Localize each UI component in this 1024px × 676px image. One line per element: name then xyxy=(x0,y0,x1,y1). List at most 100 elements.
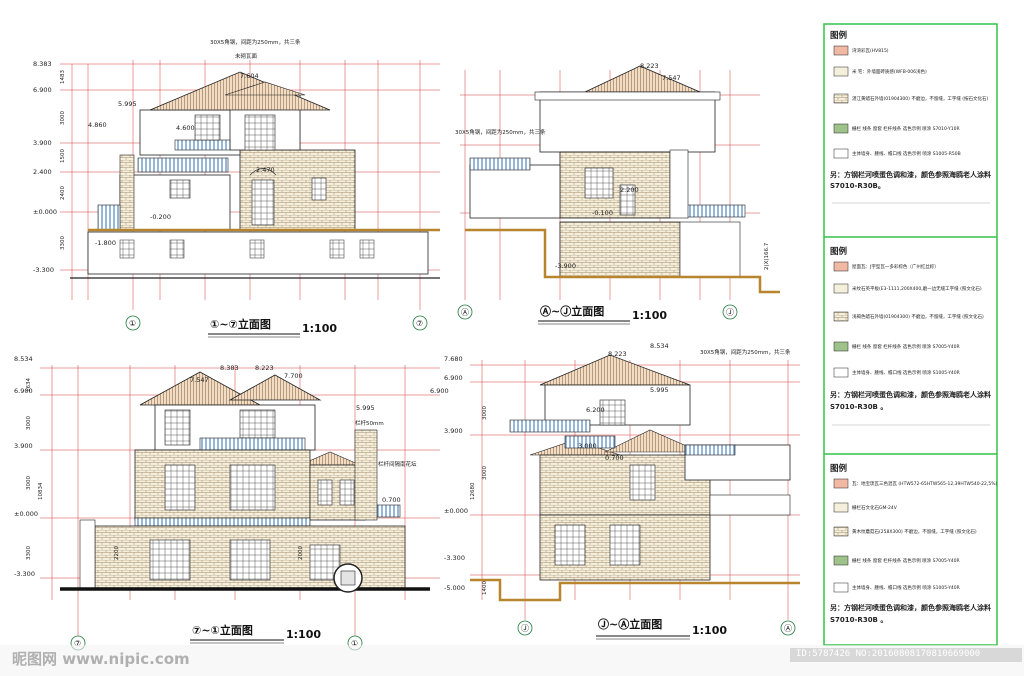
legend-item: 主体墙身、腰线、檐口线 选色示例 喷涂 S1005-R50B xyxy=(852,150,961,157)
drawing-title: Ⓐ~Ⓙ立面图 xyxy=(540,304,604,318)
dimension-label: 7.547 xyxy=(662,74,681,82)
dimension-label: -0.200 xyxy=(150,213,171,221)
dimension-label: 2200 xyxy=(114,546,120,560)
legend-title: 图例 xyxy=(830,30,848,41)
level-label: -1.800 xyxy=(95,239,116,247)
drawing-scale: 1:100 xyxy=(692,624,727,637)
dimension-label: 0.700 xyxy=(382,496,401,504)
legend-swatches xyxy=(833,45,849,159)
vertical-dimension: 10834 xyxy=(38,482,44,500)
level-label: 8.383 xyxy=(33,60,52,68)
legend-item: 栅栏石文化石GM-24V xyxy=(852,504,898,511)
dimension-label: 6.200 xyxy=(586,406,605,414)
legend-item: 屋面瓦：J字型瓦一多彩棕色（广州红丝棕） xyxy=(852,263,939,270)
legend-item: 栅栏 线条 窗套 栏杆线条 选色示例 喷涂 S7010-Y10R xyxy=(852,125,960,132)
level-label: 3.900 xyxy=(14,442,33,450)
axis-label-left-3: ⑦ xyxy=(74,639,81,648)
elevation-7-1 xyxy=(40,365,440,651)
vertical-dimension: 1400 xyxy=(482,581,488,595)
dimension-label: -3.900 xyxy=(555,262,576,270)
legend-item: 黄木纹蘑菇石(258X300) 不磨边，不留缝，工字缝 (照文化石) xyxy=(852,528,977,535)
dimension-label: 5.995 xyxy=(118,100,137,108)
legend-item: 栅栏 线条 窗套 栏杆线条 选色示例 喷涂 S7005-Y40R xyxy=(852,343,960,350)
legend-footer-text: 另：方钢栏河喷蛋色调和漆，颜色参照海鸥老人涂料 S7010-R30B。 xyxy=(830,171,991,190)
level-label: 6.900 xyxy=(14,387,33,395)
vertical-dimension: 3300 xyxy=(26,546,32,560)
axis-label-left-4: Ⓙ xyxy=(521,624,529,633)
dimension-label: -0.100 xyxy=(592,209,613,217)
legend-footer: 另：方钢栏河喷蛋色调和漆，颜色参照海鸥老人涂料 S7010-R30B 。 xyxy=(830,604,991,624)
dimension-label: 8.383 xyxy=(220,364,239,372)
legend-item: 栅栏 线条 窗套 栏杆线条 选色示例 喷涂 S7005-Y40R xyxy=(852,557,960,564)
axis-label-right-3: ① xyxy=(351,639,358,648)
drawing-title: ⑦~①立面图 xyxy=(192,623,253,637)
annotation-note: 栏杆50mm xyxy=(355,419,384,427)
annotation-note: 未砌瓦面 xyxy=(235,52,258,60)
legend-item: 瓦：地宝琉瓦三色混瓦 (HTW572-65HTW565-12,39HTW540-… xyxy=(852,480,997,487)
vertical-dimension: 1634 xyxy=(26,378,32,392)
legend-item: 米纹石英平板(E3-1111,200X400,磨一边无缝工字缝 (照文化石) xyxy=(852,285,982,292)
annotation-note: 30X5角钢，间距为250mm，共三条 xyxy=(455,128,546,136)
level-label: 3.900 xyxy=(444,427,463,435)
elevation-a-j xyxy=(457,65,780,320)
vertical-dimension: 3000 xyxy=(26,416,32,430)
legend-footer: 另：方钢栏河喷蛋色调和漆，颜色参照海鸥老人涂料 S7010-R30B 。 xyxy=(830,391,991,411)
dimension-label: 2000 xyxy=(298,546,304,560)
legend-footer-text: 另：方钢栏河喷蛋色调和漆，颜色参照海鸥老人涂料 S7010-R30B 。 xyxy=(830,604,991,624)
axis-label-right-4: Ⓐ xyxy=(784,624,792,633)
level-label: 8.534 xyxy=(14,355,33,363)
drawing-scale: 1:100 xyxy=(632,309,667,322)
dimension-label: 5.995 xyxy=(356,404,375,412)
dimension-label: 8.223 xyxy=(608,350,627,358)
watermark-id-box xyxy=(790,648,1022,662)
dimension-label: 3.000 xyxy=(578,442,597,450)
level-label: -3.300 xyxy=(444,554,465,562)
axis-label-left-1: ① xyxy=(129,319,136,328)
watermark-id: ID:5787426 NO:20160808170810669000 xyxy=(796,649,981,659)
dimension-label: 0.700 xyxy=(605,454,624,462)
dimension-label: 7.604 xyxy=(240,72,259,80)
level-label: -3.300 xyxy=(33,266,54,274)
legend-title: 图例 xyxy=(830,463,848,474)
dimension-label: 5.995 xyxy=(650,386,669,394)
legend-swatches xyxy=(833,478,849,593)
legend-footer: 另：方钢栏河喷蛋色调和漆，颜色参照海鸥老人涂料 S7010-R30B。 xyxy=(830,171,991,190)
dimension-label: 8.223 xyxy=(255,364,274,372)
drawing-title: Ⓙ~Ⓐ立面图 xyxy=(598,617,662,631)
level-label: 6.900 xyxy=(444,374,463,382)
legend-item: 湛江黄蜡石外墙(01904300) 不磨边，不留缝，工字缝 (按石文化石) xyxy=(852,95,989,102)
level-label: ±0.000 xyxy=(14,510,38,518)
vertical-dimension: 3000 xyxy=(26,476,32,490)
legend-frame xyxy=(823,23,998,646)
annotation-note: 栏杆间隔南花坛 xyxy=(378,460,417,468)
vertical-dimension: 1500 xyxy=(60,149,66,163)
level-label: ±0.000 xyxy=(33,208,57,216)
level-label: 2.400 xyxy=(33,168,52,176)
legend-swatches xyxy=(833,261,849,378)
vertical-dimension: 12680 xyxy=(470,482,476,500)
dimension-label: 4.860 xyxy=(88,121,107,129)
legend-item: 湾湾彩瓦(HV815) xyxy=(852,47,889,54)
vertical-dimension: 3300 xyxy=(60,236,66,250)
dimension-label: 8.223 xyxy=(640,62,659,70)
annotation-note: 30X5角钢，间距为250mm，共三条 xyxy=(700,348,791,356)
elevation-j-a xyxy=(470,354,800,636)
drawing-scale: 1:100 xyxy=(286,628,321,641)
vertical-dimension: 1483 xyxy=(60,70,66,84)
level-label: 7.680 xyxy=(444,355,463,363)
dimension-label: 7.700 xyxy=(284,372,303,380)
level-label: 6.900 xyxy=(430,387,449,395)
level-label: 3.900 xyxy=(33,139,52,147)
dimension-label: 2.200 xyxy=(620,186,639,194)
legend-title: 图例 xyxy=(830,246,848,257)
legend-item: 主体墙身、腰线、檐口线 选色示例 喷涂 S1005-Y40R xyxy=(852,369,960,376)
dimension-label: 7.547 xyxy=(190,376,209,384)
legend-item: 浅褐色蜡石外墙(01904300) 不磨边，不留缝，工字缝 (照文化石) xyxy=(852,313,984,320)
dimension-label: 2.470 xyxy=(256,166,275,174)
legend-item: 主体墙身、腰线、檐口线 选色示例 喷涂 S1005-Y40R xyxy=(852,584,960,591)
legend-footer-text: 另：方钢栏河喷蛋色调和漆，颜色参照海鸥老人涂料 S7010-R30B 。 xyxy=(830,391,991,411)
dimension-label: 4.600 xyxy=(176,124,195,132)
elevation-1-7 xyxy=(60,60,440,331)
vertical-dimension: 3000 xyxy=(60,111,66,125)
